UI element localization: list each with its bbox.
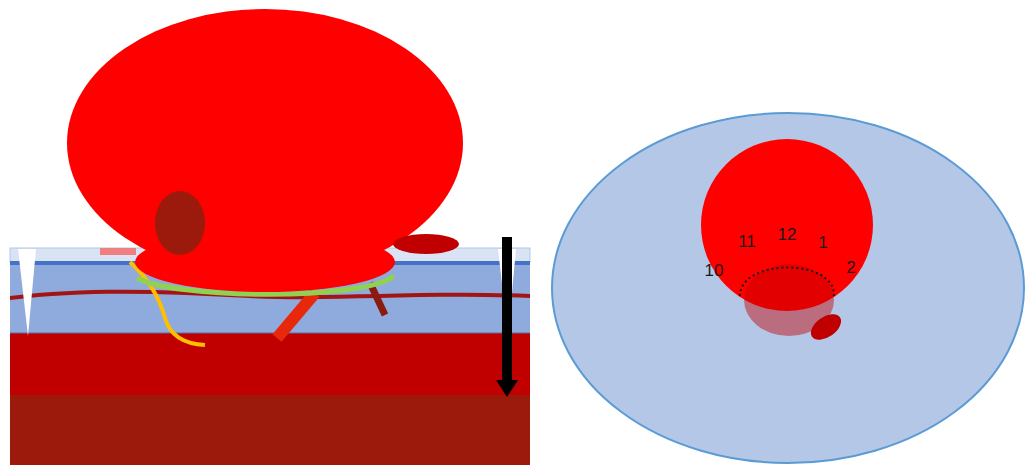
- clock-number: 11: [738, 233, 756, 250]
- dotted-arc: [740, 268, 834, 297]
- depth-arrow-shaft: [502, 237, 512, 383]
- muscle-layer: [10, 333, 530, 395]
- satellite-lesion: [806, 309, 845, 345]
- deep-tissue-layer: [10, 395, 530, 465]
- dark-spot: [155, 191, 205, 255]
- layer-boundary: [10, 333, 530, 334]
- depth-arrowhead: [496, 380, 518, 397]
- clock-number: 12: [778, 226, 797, 243]
- clock-number: 2: [846, 259, 855, 276]
- pink-patch: [100, 248, 136, 255]
- skin-surface: [552, 113, 1024, 463]
- clock-number: 1: [818, 234, 827, 251]
- clock-number: 10: [705, 262, 724, 279]
- feeder-vessel: [277, 293, 315, 338]
- satellite-lesion: [393, 234, 459, 254]
- skin-notch: [18, 249, 36, 336]
- draining-vessel: [370, 283, 385, 315]
